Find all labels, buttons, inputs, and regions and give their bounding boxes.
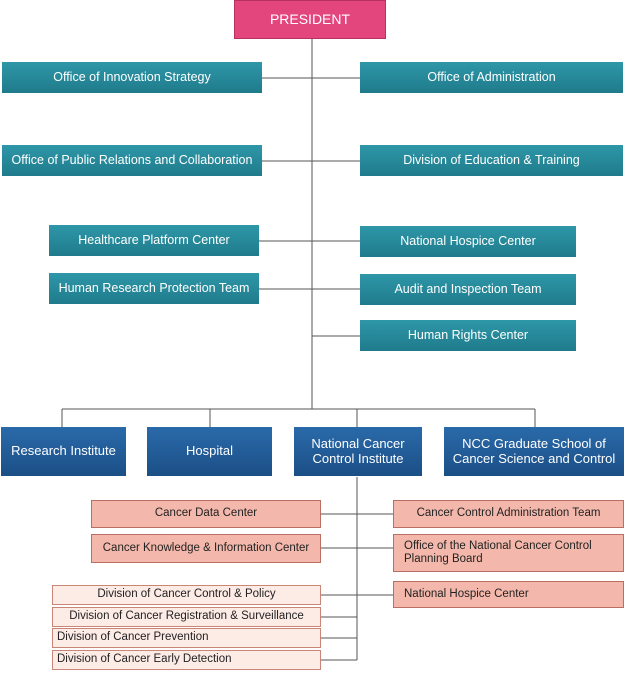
unit-planning-board: Office of the National Cancer Control Pl…: [393, 534, 624, 572]
office-label: Division of Education & Training: [403, 153, 580, 168]
division-ncci: National Cancer Control Institute: [294, 427, 422, 476]
office-label: Healthcare Platform Center: [78, 233, 230, 248]
unit-label: Office of the National Cancer Control Pl…: [404, 539, 592, 565]
office-national-hospice: National Hospice Center: [360, 226, 576, 257]
division-label: Research Institute: [11, 443, 116, 459]
office-label: Audit and Inspection Team: [394, 282, 542, 297]
division-hospital: Hospital: [147, 427, 272, 476]
office-administration: Office of Administration: [360, 62, 623, 93]
unit-div-prevention: Division of Cancer Prevention: [52, 628, 321, 648]
division-graduate-school: NCC Graduate School of Cancer Science an…: [444, 427, 624, 476]
unit-label: Division of Cancer Registration & Survei…: [69, 610, 304, 623]
division-label-line2: Control Institute: [312, 450, 404, 466]
unit-div-registration: Division of Cancer Registration & Survei…: [52, 607, 321, 627]
office-label: Office of Public Relations and Collabora…: [11, 153, 253, 168]
office-label: Office of Administration: [427, 70, 556, 85]
unit-label: Cancer Data Center: [154, 507, 258, 520]
unit-cancer-data-center: Cancer Data Center: [91, 500, 321, 528]
unit-label: National Hospice Center: [404, 587, 529, 600]
unit-knowledge-info-center: Cancer Knowledge & Information Center: [91, 534, 321, 563]
office-healthcare-platform: Healthcare Platform Center: [49, 225, 259, 256]
unit-label: Division of Cancer Prevention: [57, 631, 209, 644]
division-label-line2: Cancer Science and Control: [452, 450, 616, 466]
office-human-rights: Human Rights Center: [360, 320, 576, 351]
division-label: Hospital: [186, 443, 233, 459]
office-label: National Hospice Center: [400, 234, 536, 249]
office-label: Human Research Protection Team: [58, 281, 250, 296]
division-label-line1: National Cancer: [311, 435, 405, 451]
unit-label: Division of Cancer Early Detection: [57, 653, 232, 666]
unit-label: Cancer Knowledge & Information Center: [102, 541, 310, 554]
unit-national-hospice-center: National Hospice Center: [393, 581, 624, 608]
office-public-relations: Office of Public Relations and Collabora…: [2, 145, 262, 176]
president-box: PRESIDENT: [234, 0, 386, 39]
president-label: PRESIDENT: [269, 11, 351, 28]
office-label: Office of Innovation Strategy: [53, 70, 211, 85]
office-human-research-protection: Human Research Protection Team: [49, 273, 259, 304]
division-label-line1: NCC Graduate School of: [462, 435, 606, 451]
unit-div-early-detection: Division of Cancer Early Detection: [52, 650, 321, 670]
unit-div-control-policy: Division of Cancer Control & Policy: [52, 585, 321, 605]
division-research-institute: Research Institute: [1, 427, 126, 476]
unit-label: Cancer Control Administration Team: [416, 507, 601, 520]
office-audit-inspection: Audit and Inspection Team: [360, 274, 576, 305]
division-education-training: Division of Education & Training: [360, 145, 623, 176]
office-label: Human Rights Center: [407, 328, 529, 343]
unit-cancer-control-admin-team: Cancer Control Administration Team: [393, 500, 624, 528]
office-innovation-strategy: Office of Innovation Strategy: [2, 62, 262, 93]
unit-label: Division of Cancer Control & Policy: [97, 588, 276, 601]
